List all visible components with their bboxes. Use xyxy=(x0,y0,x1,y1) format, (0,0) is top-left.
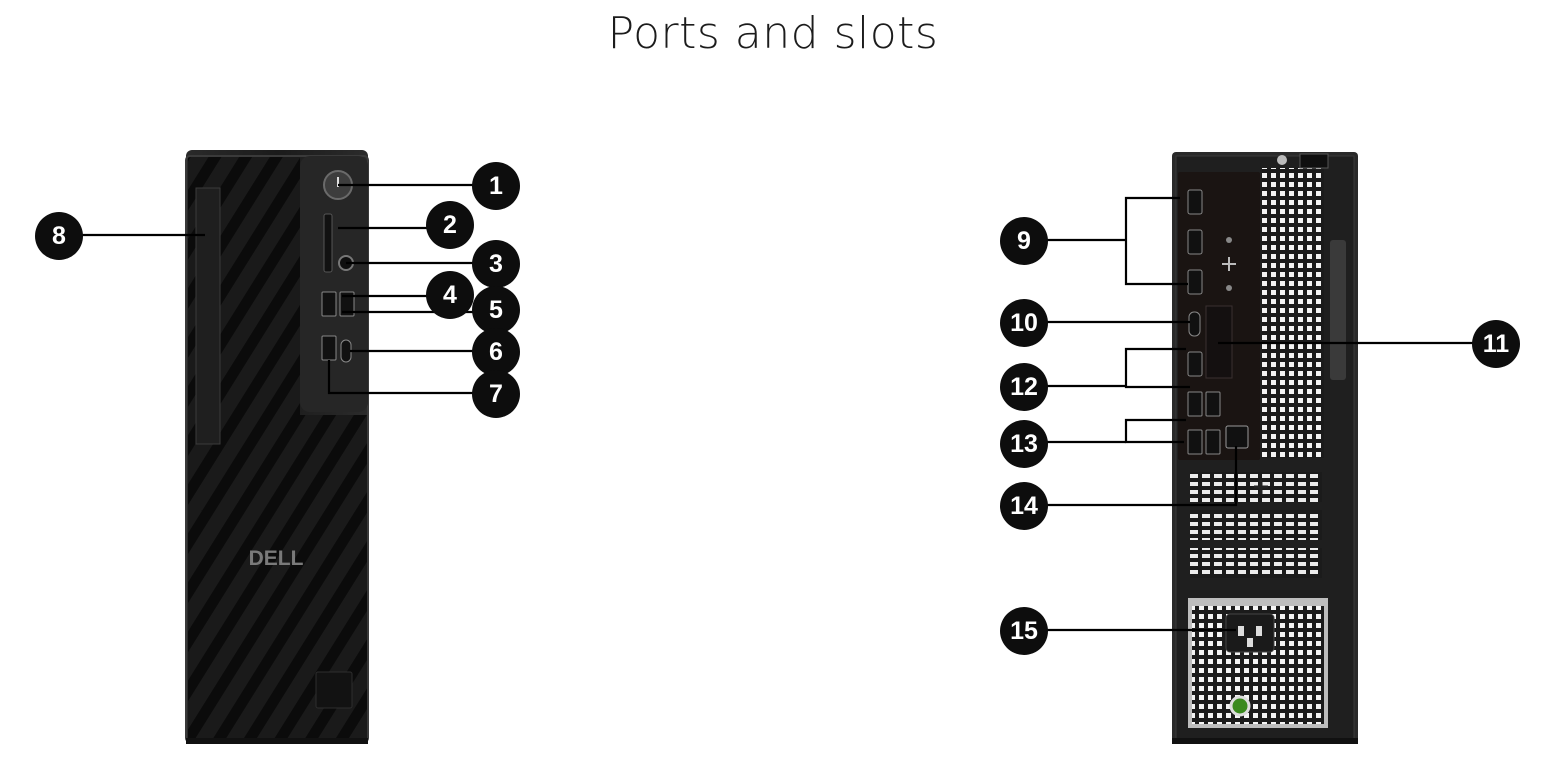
dell-logo: DELL xyxy=(249,547,304,570)
rear-chassis xyxy=(1172,152,1358,744)
callout-8: 8 xyxy=(35,212,83,260)
callout-5: 5 xyxy=(472,286,520,334)
callout-3: 3 xyxy=(472,240,520,288)
callout-10: 10 xyxy=(1000,299,1048,347)
callout-15: 15 xyxy=(1000,607,1048,655)
callout-1: 1 xyxy=(472,162,520,210)
page-title: Ports and slots xyxy=(607,8,939,59)
callout-7: 7 xyxy=(472,370,520,418)
callout-12: 12 xyxy=(1000,363,1048,411)
rear-leader-lines xyxy=(1044,196,1474,632)
callout-13: 13 xyxy=(1000,420,1048,468)
callout-6: 6 xyxy=(472,328,520,376)
callout-14: 14 xyxy=(1000,482,1048,530)
front-chassis: DELL xyxy=(185,150,369,744)
callout-11: 11 xyxy=(1472,320,1520,368)
callout-9: 9 xyxy=(1000,217,1048,265)
callout-4: 4 xyxy=(426,271,474,319)
front-leader-lines xyxy=(80,183,474,395)
callout-2: 2 xyxy=(426,201,474,249)
